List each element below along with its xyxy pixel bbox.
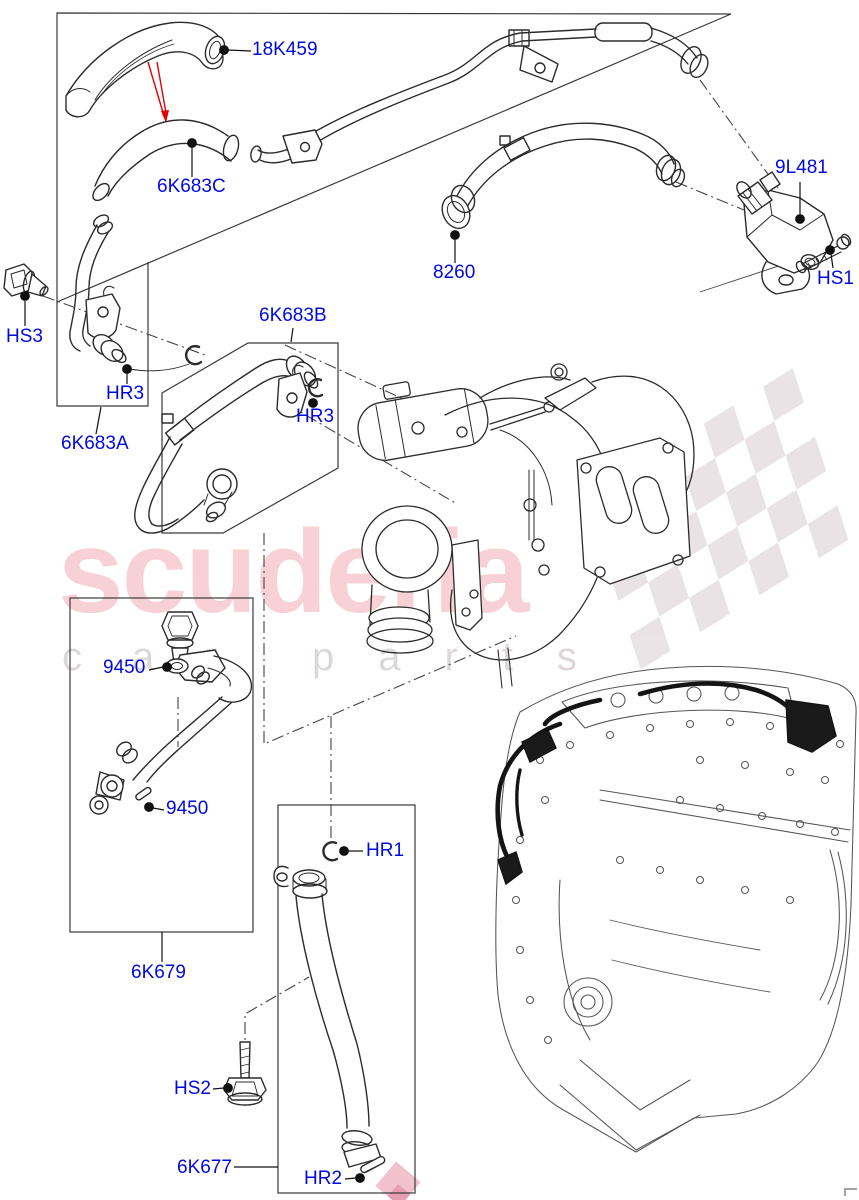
hose-6K683A-drawing	[69, 214, 127, 364]
clip-HR3-right-drawing	[307, 378, 324, 398]
clip-HR3-left-drawing	[129, 344, 203, 372]
part-label-HS2[interactable]: HS2	[174, 1078, 211, 1099]
connector-9L481-drawing	[736, 171, 834, 295]
hose-6K683B-drawing	[134, 355, 319, 534]
pin-HR2-drawing	[360, 1155, 386, 1174]
tube-6K677-drawing	[273, 865, 382, 1168]
engine-installed-hoses-drawing	[495, 681, 837, 885]
red-pointer-arrows	[147, 61, 169, 123]
group-boxes	[56, 12, 732, 1194]
engine-drawing	[495, 665, 857, 1153]
pipe-8260-drawing	[441, 122, 686, 230]
part-label-HS3[interactable]: HS3	[6, 326, 43, 347]
part-label-HR2[interactable]: HR2	[304, 1168, 343, 1189]
turbocharger-drawing	[357, 363, 695, 689]
part-label-18K459[interactable]: 18K459	[252, 39, 318, 60]
part-label-HR3-left[interactable]: HR3	[106, 383, 145, 404]
watermark-word-left: car	[62, 635, 268, 679]
pipe-upper-drawing	[250, 22, 709, 164]
part-label-9450-lower[interactable]: 9450	[166, 798, 209, 819]
part-label-6K677[interactable]: 6K677	[177, 1157, 232, 1178]
part-label-6K683A[interactable]: 6K683A	[61, 433, 129, 454]
hose-18K459-drawing	[65, 21, 226, 118]
flag-fragment-watermark	[375, 1161, 421, 1200]
clip-HR1-drawing	[322, 841, 339, 862]
part-label-HR3-right[interactable]: HR3	[296, 406, 335, 427]
watermark-word-right: parts	[312, 635, 621, 679]
hose-6K683C-drawing	[92, 119, 240, 202]
part-label-9L481[interactable]: 9L481	[775, 157, 828, 178]
part-label-HR1[interactable]: HR1	[366, 840, 405, 861]
group-box-6K683B	[161, 342, 339, 534]
corner-mark	[844, 1188, 857, 1196]
pipe-6K679-drawing	[89, 611, 253, 815]
screw-HS1-drawing	[795, 233, 852, 274]
watermark: scuderia car parts	[58, 368, 857, 1200]
group-box-6K677	[277, 804, 416, 1194]
bolt-HS2-drawing	[223, 1041, 267, 1106]
part-label-HS1[interactable]: HS1	[817, 268, 854, 289]
part-label-9450-upper[interactable]: 9450	[103, 657, 146, 678]
part-label-6K679[interactable]: 6K679	[131, 962, 186, 983]
part-label-6K683C[interactable]: 6K683C	[157, 176, 226, 197]
group-box-top-assembly	[56, 12, 732, 303]
part-label-8260[interactable]: 8260	[433, 262, 476, 283]
part-label-6K683B[interactable]: 6K683B	[259, 305, 327, 326]
callouts	[20, 45, 835, 1183]
